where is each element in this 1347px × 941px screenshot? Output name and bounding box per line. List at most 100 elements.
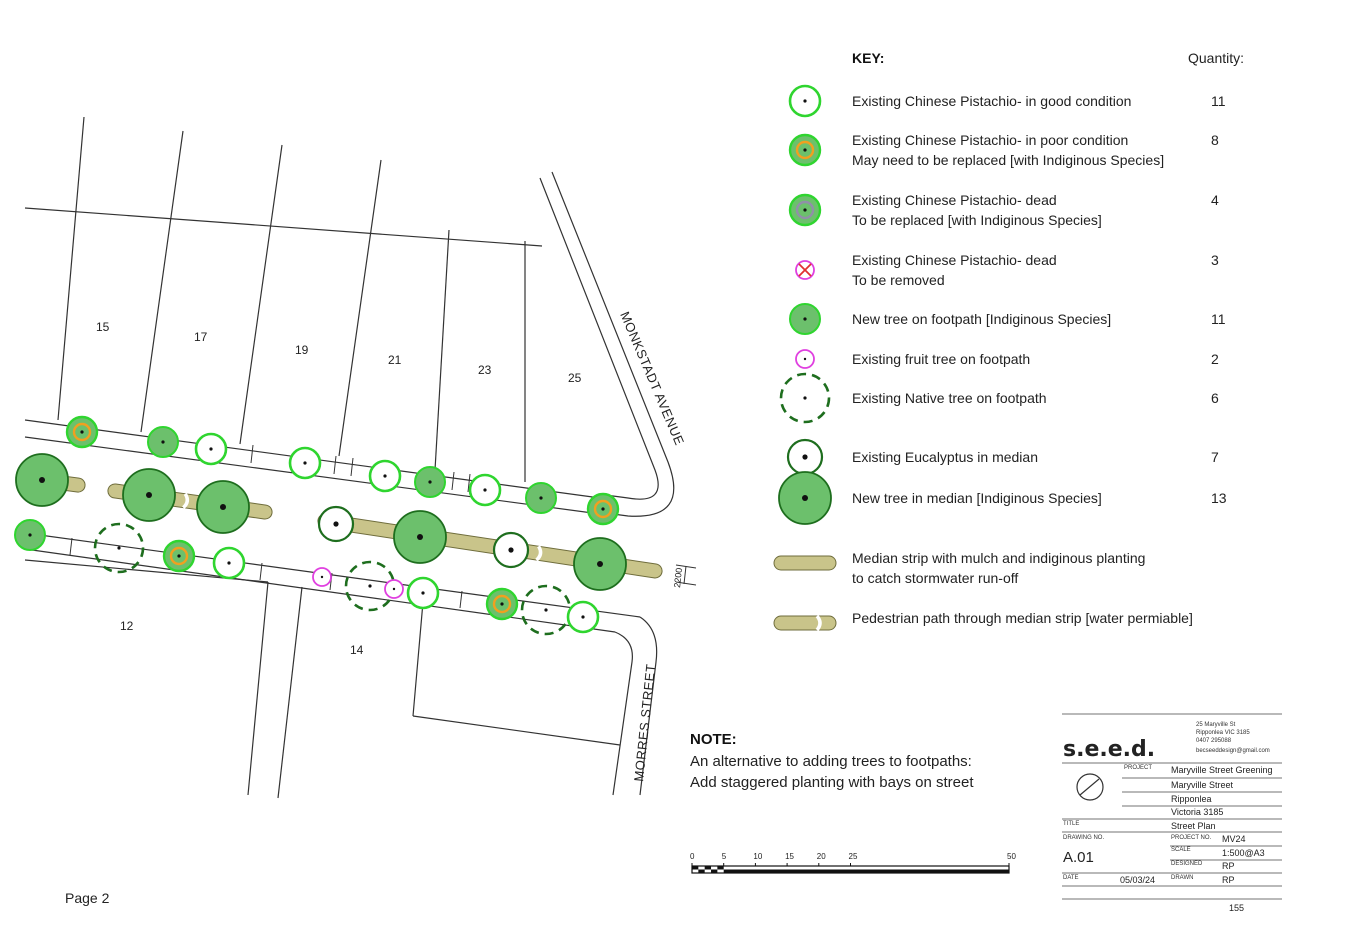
monkstadt-edge-outer <box>539 177 659 500</box>
existing-good-tree <box>368 459 402 493</box>
legend-label: Existing Chinese Pistachio- in poor cond… <box>852 132 1128 148</box>
green-circle-grey-ring-icon <box>788 193 822 227</box>
legend-row: Pedestrian path through median strip [wa… <box>773 610 1193 632</box>
existing-good-tree <box>288 446 322 480</box>
open-green-circle-icon <box>788 84 822 118</box>
legend-row: Existing Native tree on footpath 6 <box>779 372 1219 424</box>
green-circle-orange-ring-icon <box>788 133 822 167</box>
large-filled-green-circle-icon <box>778 471 832 525</box>
dimension-marker <box>675 564 697 586</box>
address-line: 25 Maryville St <box>1196 722 1236 728</box>
scale-bar-label: 0 <box>690 852 695 861</box>
new-median-tree <box>196 480 250 534</box>
dark-green-ring-icon <box>786 438 824 476</box>
scale-bar-block <box>717 866 724 870</box>
legend-label: Pedestrian path through median strip [wa… <box>852 610 1193 626</box>
new-median-tree <box>15 453 69 507</box>
legend-row: Existing Chinese Pistachio- in poor cond… <box>788 132 1219 168</box>
legend-label: Existing Chinese Pistachio- dead <box>852 192 1057 208</box>
note-line: An alternative to adding trees to footpa… <box>690 753 972 770</box>
lot-number: 14 <box>350 643 364 657</box>
scale-bar-label: 10 <box>753 852 762 861</box>
new-median-tree <box>393 510 447 564</box>
new-footpath-tree <box>414 466 446 498</box>
scale-bar-block <box>692 866 699 870</box>
dashed-green-circle-icon <box>779 372 831 424</box>
date-label: DATE <box>1063 875 1079 881</box>
new-median-tree <box>573 537 627 591</box>
scale-bar-block <box>704 866 712 870</box>
drawing-number: A.01 <box>1063 849 1094 866</box>
lot-boundary <box>434 229 450 471</box>
lot-number: 19 <box>295 343 309 357</box>
scale-bar-label: 25 <box>849 852 858 861</box>
scale-value: 1:500@A3 <box>1222 848 1265 858</box>
eucalyptus-median-tree <box>317 505 355 543</box>
existing-good-tree <box>406 576 440 610</box>
existing-good-tree <box>566 600 600 634</box>
lot-number: 25 <box>568 371 582 385</box>
address-line: 0407 295088 <box>1196 738 1232 744</box>
scale-bar-label: 5 <box>722 852 727 861</box>
legend-label: Existing Chinese Pistachio- in good cond… <box>852 93 1131 109</box>
designed-value: RP <box>1222 861 1235 871</box>
median-width-dimension: 2200 <box>672 567 684 588</box>
new-footpath-tree <box>147 426 179 458</box>
legend-label: New tree in median [Indiginous Species] <box>852 490 1102 506</box>
legend-row: New tree on footpath [Indiginous Species… <box>789 303 1226 335</box>
title-label: TITLE <box>1063 821 1079 827</box>
site-plan <box>24 116 675 799</box>
morres-edge-inner <box>612 631 633 796</box>
address-line: becseeddesign@gmail.com <box>1196 748 1270 754</box>
existing-good-tree <box>194 432 228 466</box>
scale-bar-label: 20 <box>817 852 826 861</box>
legend-quantity: 13 <box>1211 490 1227 506</box>
designed-label: DESIGNED <box>1171 861 1203 867</box>
existing-poor-tree <box>485 587 519 621</box>
legend-label: Existing Native tree on footpath <box>852 390 1047 406</box>
legend-label: Existing fruit tree on footpath <box>852 351 1030 367</box>
legend-label: To be removed <box>852 272 945 288</box>
legend-quantity: 6 <box>1211 390 1219 406</box>
new-footpath-tree <box>14 519 46 551</box>
scale-bar-label: 50 <box>1007 852 1016 861</box>
south-footpath-back <box>24 548 616 633</box>
existing-poor-tree <box>162 539 196 573</box>
legend-row: Existing fruit tree on footpath 2 <box>795 349 1219 369</box>
note-title: NOTE: <box>690 731 737 748</box>
lot-number: 23 <box>478 363 492 377</box>
monkstadt-avenue-label: MONKSTADT AVENUE <box>617 309 687 447</box>
footpath-ticks <box>69 430 471 609</box>
scale-label: SCALE <box>1171 847 1191 853</box>
legend-quantity: 8 <box>1211 132 1219 148</box>
lot-boundary <box>57 116 85 421</box>
existing-poor-tree <box>586 492 620 526</box>
legend-quantity: 4 <box>1211 192 1219 208</box>
legend-rows: Existing Chinese Pistachio- in good cond… <box>773 84 1227 632</box>
legend-row: Existing Chinese Pistachio- in good cond… <box>788 84 1226 118</box>
lot-number: 15 <box>96 320 110 334</box>
drawn-value: RP <box>1222 875 1235 885</box>
legend-quantity: 7 <box>1211 449 1219 465</box>
company-logo: s.e.e.d. <box>1063 737 1155 762</box>
note: NOTE: An alternative to adding trees to … <box>690 731 974 791</box>
lot-number: 21 <box>388 353 402 367</box>
fruit-tree-tree <box>384 579 404 599</box>
morres-edge-outer <box>639 616 658 796</box>
legend-title: KEY: <box>852 50 884 66</box>
south-footpath-kerb <box>24 532 641 618</box>
project-line: Ripponlea <box>1171 794 1212 804</box>
project-number: MV24 <box>1222 834 1246 844</box>
legend-row: New tree in median [Indiginous Species] 1… <box>778 471 1227 525</box>
scale-bar-block <box>723 869 1009 873</box>
lot-boundary <box>412 715 621 746</box>
lot-boundary <box>338 159 382 457</box>
legend-quantity: 2 <box>1211 351 1219 367</box>
new-median-tree <box>122 468 176 522</box>
sheet-number: 155 <box>1229 903 1244 913</box>
legend-quantity: 11 <box>1211 93 1226 109</box>
